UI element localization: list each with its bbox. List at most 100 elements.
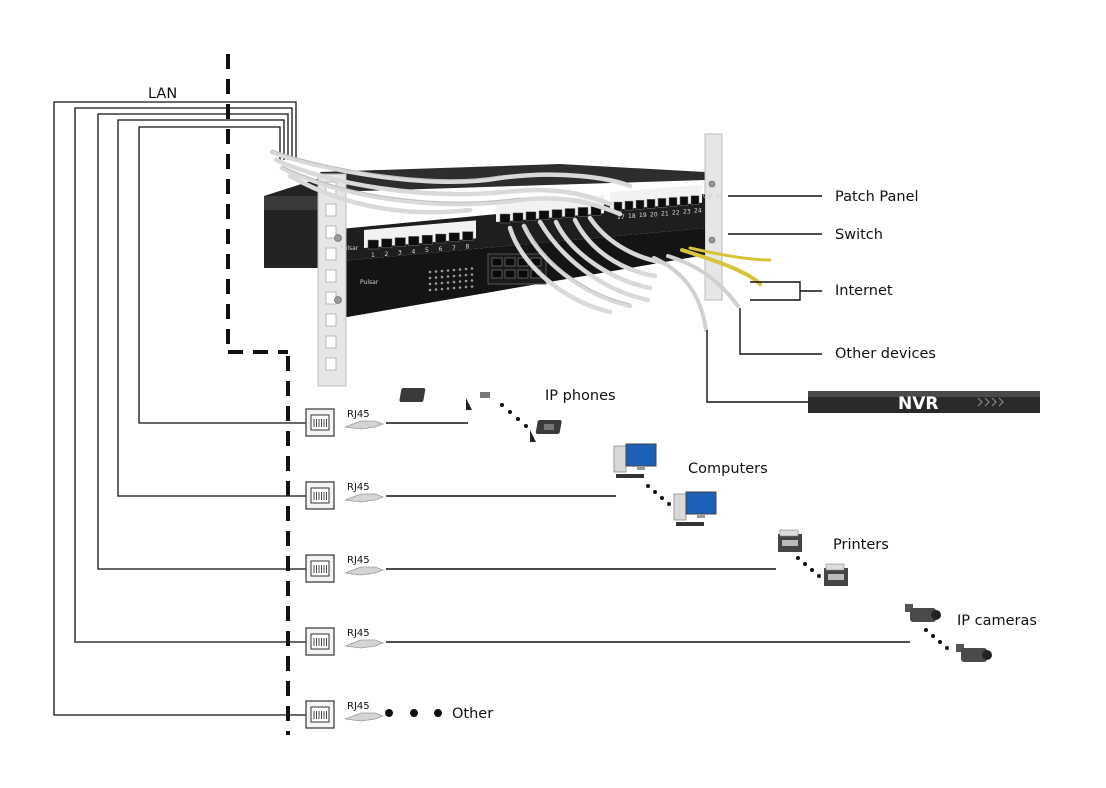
switch-led [470,267,474,270]
switch-led [434,276,438,279]
switch-led [464,273,468,277]
patch-port [367,239,379,250]
printers-label: Printers [833,537,889,553]
switch-port [491,269,503,279]
outlet-socket [310,487,330,504]
ip-cameras-label: IP cameras [957,613,1037,629]
right-leaders [706,195,822,403]
device-lines [386,422,910,643]
patch-port [577,207,589,217]
lan-label: LAN [148,86,177,102]
port-number: 8 [466,244,470,251]
patch-port [448,232,460,243]
switch-led [434,288,438,291]
patch-port [394,237,406,247]
port-number: 3 [398,250,402,257]
rj45-outlet: RJ45 [305,408,385,437]
rj45-plug-icon [344,712,385,722]
patch-panel-brand: Pulsar [340,245,359,252]
printer-icon [778,529,802,552]
switch-led [458,274,462,277]
switch-led [446,269,450,272]
switch-led [440,275,444,279]
rj45-plug-icon [344,639,385,649]
patch-port [690,195,700,205]
switch-led [458,268,462,271]
ip-phones-label: IP phones [545,388,616,404]
switch-label: Switch [835,227,883,243]
port-number: 23 [683,209,691,216]
patch-port [679,196,689,206]
port-number: 24 [694,208,702,215]
rail-slot [325,247,337,261]
switch-led [464,279,468,283]
rj45-outlet: RJ45 [305,481,385,510]
port-number: 7 [452,245,456,252]
patch-panel-label: Patch Panel [835,189,919,205]
rail-slot [325,313,337,327]
switch-led [434,270,438,273]
rail-slot [325,225,337,239]
switch-led [464,267,468,271]
rj45-label: RJ45 [347,628,370,639]
ip-phone-icon [530,420,562,442]
switch-brand: Pulsar [360,279,379,286]
lan-wire-printers [97,113,306,570]
rj45-label: RJ45 [347,409,370,420]
port-number: 17 [617,214,625,221]
switch-led [452,280,456,284]
port-number: 18 [628,213,636,220]
switch-led [470,279,474,282]
switch-led [458,280,462,283]
lan-wire-computers [117,119,306,497]
patch-port [635,199,645,210]
patch-port [499,213,511,224]
rail-slots [325,181,337,371]
port-number: 1 [371,252,375,259]
switch-led [428,282,432,286]
rail-slot [325,203,337,217]
nvr-label: NVR [898,394,938,414]
rj45-plug-icon [344,420,385,430]
patch-port [421,234,433,245]
rj45-plug-icon [344,493,385,503]
outlet-socket [310,633,330,650]
nvr-device: NVR [808,391,1040,414]
other-devices-label: Other devices [835,346,936,362]
patch-port [525,211,537,222]
rail-slot [325,335,337,349]
port-number: 2 [385,251,389,258]
switch-port [504,257,516,267]
lan-wire-ip-cameras [74,107,306,643]
patch-port [462,231,474,241]
rj45-outlet: RJ45 [305,700,385,729]
switch-port [491,257,503,267]
outlet-socket [310,560,330,577]
switch-led [470,285,474,288]
switch-port [504,269,516,279]
ip-phone-icon [399,388,490,410]
computers-label: Computers [688,461,768,477]
port-number: 20 [650,211,658,218]
rj45-label: RJ45 [347,482,370,493]
switch-led [428,276,432,280]
patch-port [435,233,447,244]
lan-wire-ip-phones [138,126,306,424]
switch-led [428,288,432,292]
patch-port [551,209,563,219]
switch-led [446,281,450,284]
patch-port [381,238,393,249]
switch-led [470,273,474,276]
port-number: 5 [425,247,429,254]
rail-slot [325,269,337,283]
ip-camera-icon [905,604,941,622]
rack-screws [334,180,716,304]
patch-port [408,236,420,246]
printer-icon [824,563,848,586]
rail-slot [325,291,337,305]
patch-port [646,199,656,209]
port-number: 19 [639,212,647,219]
lan-wire-other [53,101,306,716]
